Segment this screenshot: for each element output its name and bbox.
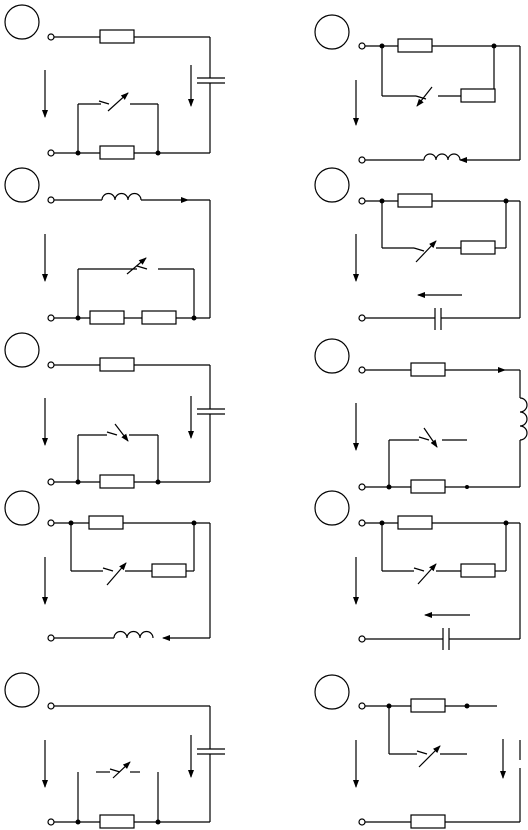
switch-contact [102, 567, 114, 572]
inductor [113, 630, 154, 639]
resistor [460, 88, 496, 103]
switch-contact [416, 750, 428, 755]
circuit-panel-left-3 [4, 332, 225, 489]
resistor [410, 698, 446, 713]
panel-number-circle [4, 672, 40, 708]
terminal [47, 702, 55, 710]
switch-contact [106, 431, 118, 436]
terminal [358, 314, 366, 322]
circuit-panel-right-5 [314, 674, 521, 829]
resistor [460, 563, 496, 578]
circuit-panel-right-3 [314, 338, 528, 494]
resistor [88, 515, 124, 530]
panel-number-circle [314, 14, 350, 50]
inductor [519, 397, 528, 441]
resistor [397, 193, 433, 208]
circuit-panel-left-4 [4, 490, 211, 642]
switch-arrow [107, 92, 129, 112]
resistor [397, 38, 433, 53]
switch-arrow [126, 257, 147, 275]
switch-arrow [114, 423, 129, 442]
resistor [151, 563, 187, 578]
terminal [47, 314, 55, 322]
circuit-panel-right-4 [314, 490, 521, 650]
circuit-panel-right-1 [314, 14, 521, 164]
switch-contact [109, 768, 121, 773]
switch-arrow [415, 240, 437, 263]
inductor [101, 192, 142, 201]
terminal [47, 33, 55, 41]
terminal [358, 42, 366, 50]
circuit-panel-right-2 [314, 167, 521, 330]
circuit-panel-left-5 [4, 672, 225, 829]
terminal [358, 483, 366, 491]
resistor [99, 145, 135, 160]
switch-arrow [112, 761, 131, 779]
terminal [47, 196, 55, 204]
terminal [47, 478, 55, 486]
switch-arrow [423, 427, 438, 448]
switch-arrow [416, 86, 433, 107]
terminal [358, 156, 366, 164]
resistor [460, 240, 496, 255]
panel-number-circle [314, 674, 350, 710]
switch-contact [98, 100, 110, 105]
resistor [99, 814, 135, 829]
resistor [397, 515, 433, 530]
panel-number-circle [4, 167, 40, 203]
terminal [47, 818, 55, 826]
resistor [141, 310, 177, 325]
resistor [89, 310, 125, 325]
resistor [99, 357, 135, 372]
circuit-panel-left-2 [4, 167, 211, 325]
panel-number-circle [314, 167, 350, 203]
terminal [47, 634, 55, 642]
terminal [358, 635, 366, 643]
resistor [410, 479, 446, 494]
switch-arrow [106, 562, 127, 586]
switch-arrow [418, 745, 441, 768]
panel-number-circle [314, 490, 350, 526]
switch-arrow [417, 563, 437, 585]
resistor [99, 474, 135, 489]
resistor [99, 29, 135, 44]
terminal [47, 519, 55, 527]
panel-number-circle [4, 4, 40, 40]
inductor [423, 153, 461, 161]
switch-contact [413, 247, 425, 252]
terminal [358, 519, 366, 527]
terminal [358, 702, 366, 710]
terminal [358, 366, 366, 374]
circuit-panel-left-1 [4, 4, 225, 160]
terminal [358, 818, 366, 826]
switch-contact [413, 567, 425, 572]
terminal [358, 197, 366, 205]
panel-number-circle [314, 338, 350, 374]
switch-contact [415, 95, 427, 100]
switch-contact [136, 265, 148, 270]
terminal [47, 149, 55, 157]
terminal [47, 361, 55, 369]
switch-contact [418, 436, 430, 441]
resistor [410, 362, 446, 377]
panel-number-circle [4, 332, 40, 368]
panel-number-circle [4, 490, 40, 526]
resistor [410, 814, 446, 829]
